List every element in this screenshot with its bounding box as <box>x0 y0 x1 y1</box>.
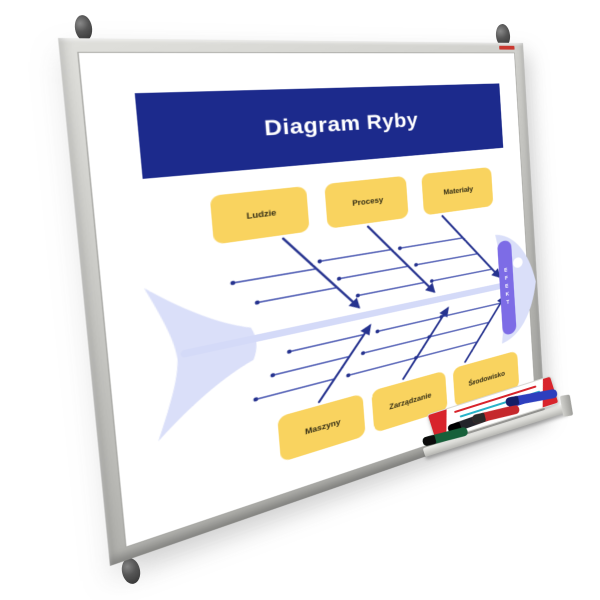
category-label: Maszyny <box>304 417 341 437</box>
category-label: Procesy <box>351 195 384 208</box>
category-label: Ludzie <box>246 208 277 221</box>
tray-end-bracket <box>559 394 574 417</box>
fishbone-skeleton <box>79 53 555 573</box>
whiteboard-surface: Diagram Ryby <box>77 52 536 548</box>
brand-logo <box>499 45 515 50</box>
fish-tail <box>144 270 263 442</box>
category-label: Materiały <box>443 184 474 197</box>
effect-label: EFEKT <box>503 267 511 309</box>
whiteboard: Diagram Ryby <box>58 38 545 566</box>
